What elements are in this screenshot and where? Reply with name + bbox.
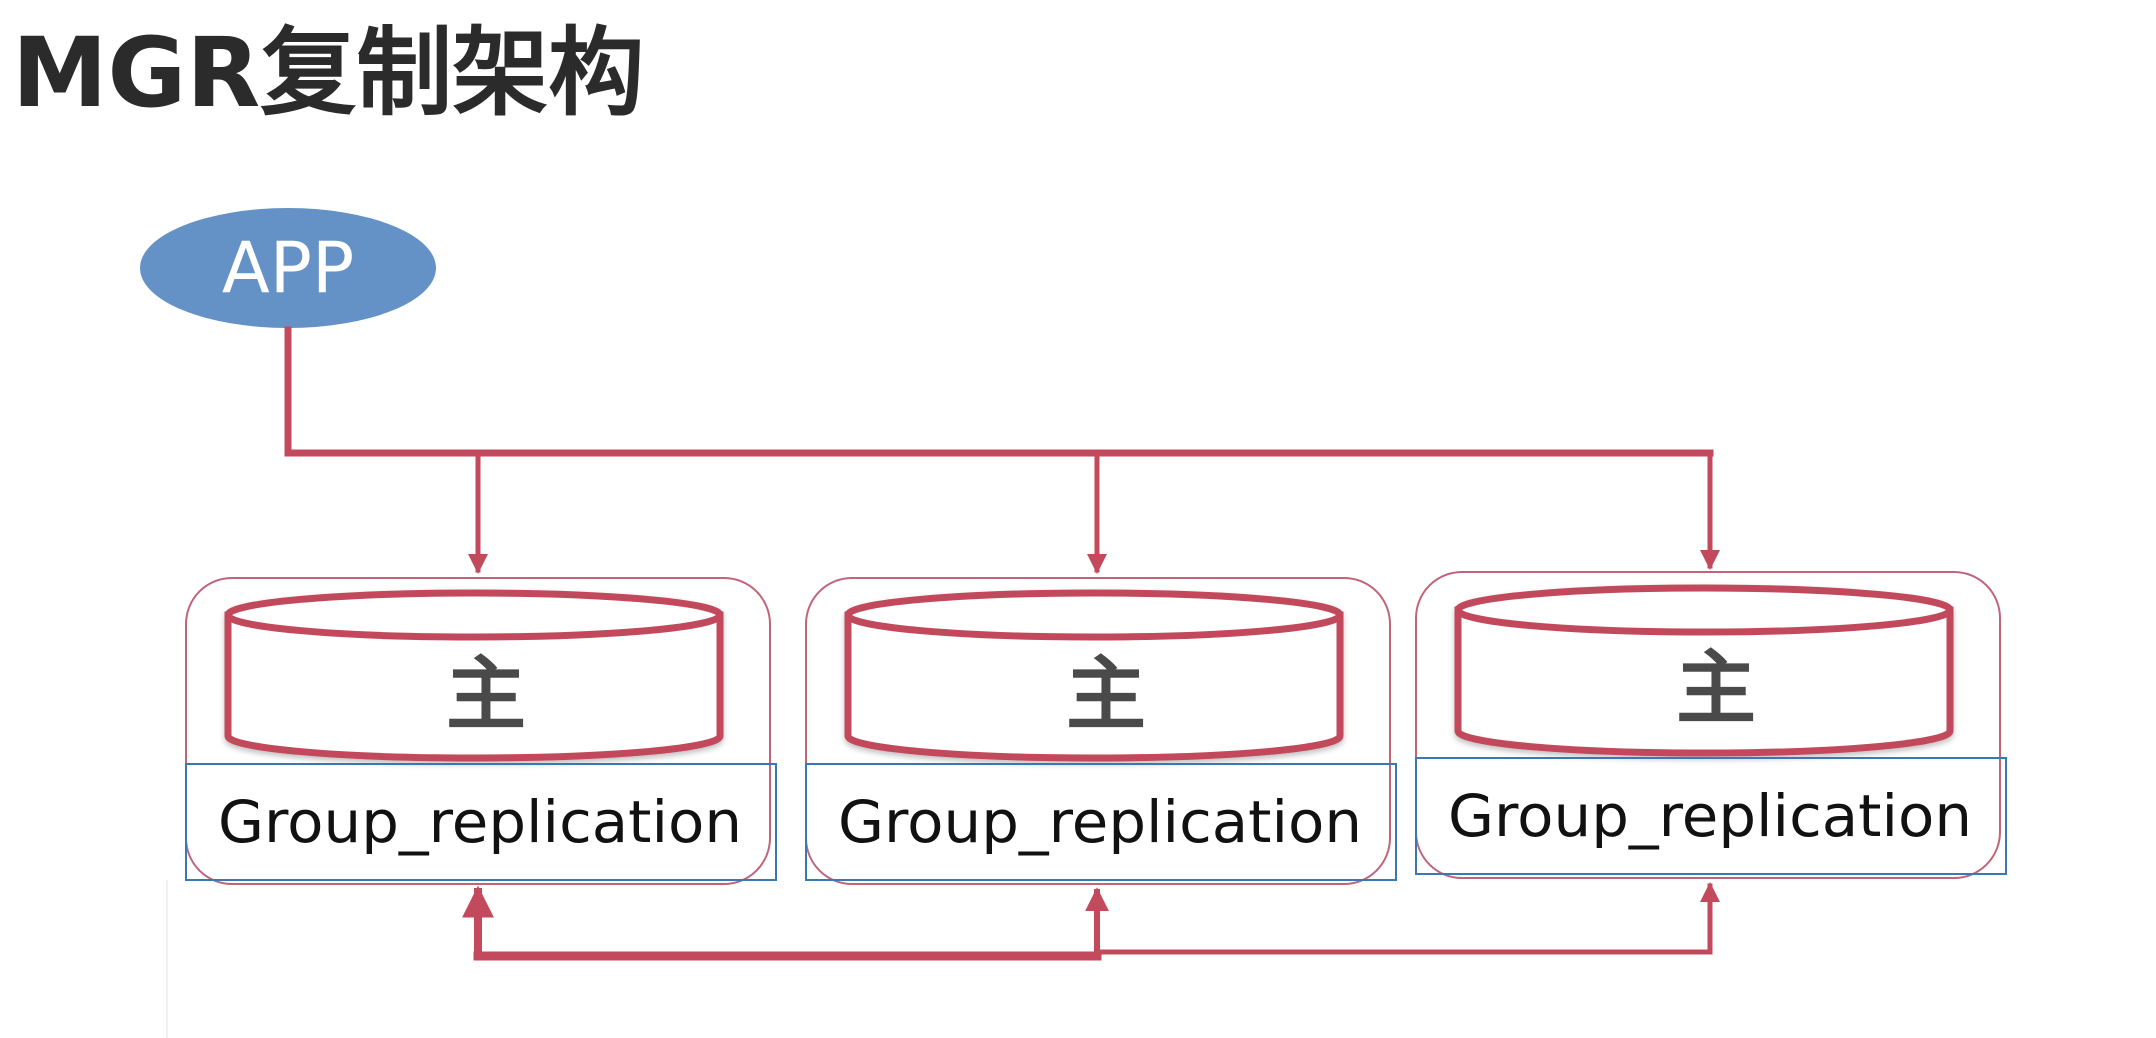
group-replication-box [185, 763, 777, 881]
group-replication-box [805, 763, 1397, 881]
divider [166, 880, 168, 1038]
page-title: MGR复制架构 [12, 17, 645, 129]
bottom-connectors [462, 882, 1720, 961]
group-replication-box [1415, 757, 2007, 875]
database-cylinder [224, 589, 724, 762]
group-replication-label: Group_replication [838, 788, 1362, 856]
database-label: 主 [1066, 648, 1146, 741]
app-label: APP [222, 227, 354, 309]
database-cylinder [1454, 584, 1954, 757]
group-replication-label: Group_replication [218, 788, 742, 856]
database-cylinder [844, 589, 1344, 762]
node-3: 主 Group_replication [1415, 571, 2007, 879]
top-connectors [284, 326, 1720, 574]
database-label: 主 [446, 648, 526, 741]
node-2: 主 Group_replication [805, 577, 1397, 885]
app-ellipse [140, 208, 436, 328]
group-replication-label: Group_replication [1448, 782, 1972, 850]
app-node: APP [140, 208, 436, 328]
node-1: 主 Group_replication [185, 577, 777, 885]
database-label: 主 [1676, 642, 1756, 735]
